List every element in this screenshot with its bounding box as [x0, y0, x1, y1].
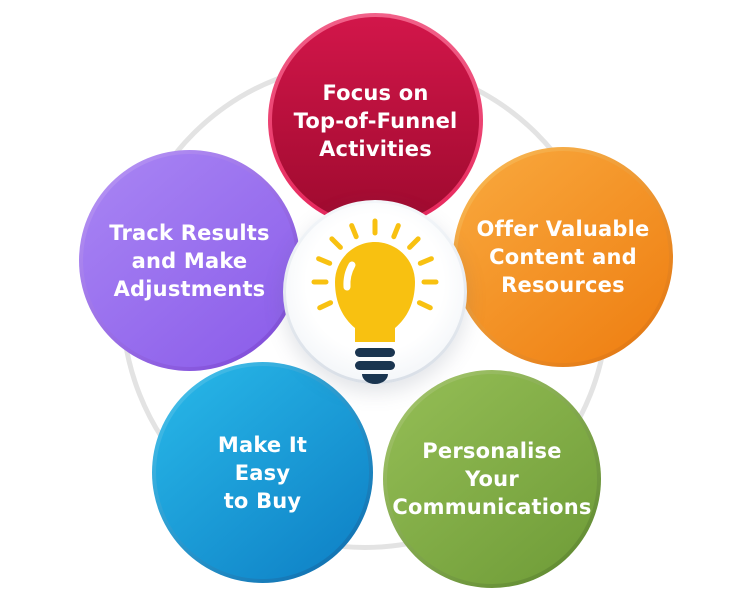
bubble-focus-top-of-funnel: Focus on Top-of-Funnel Activities [268, 13, 483, 228]
bubble-line: Top-of-Funnel [293, 108, 458, 133]
bubble-make-it-easy-to-buy: Make It Easy to Buy [152, 362, 373, 583]
center-circle [283, 200, 467, 384]
bubble-label: Make It Easy to Buy [218, 431, 307, 515]
bubble-label: Focus on Top-of-Funnel Activities [294, 79, 458, 163]
bulb-rays [311, 218, 439, 311]
bubble-line: Make It [217, 432, 308, 457]
bubble-line: Track Results [109, 220, 270, 245]
bubble-label: Personalise Your Communications [392, 437, 591, 521]
bubble-line: Adjustments [113, 276, 266, 301]
bubble-label: Track Results and Make Adjustments [109, 219, 269, 303]
bubble-line: Your [465, 467, 519, 491]
lightbulb-icon [311, 218, 439, 384]
bubble-line: Content and [489, 245, 637, 269]
bubble-line: Communications [392, 495, 592, 519]
bubble-label: Offer Valuable Content and Resources [477, 215, 650, 299]
bubble-line: Resources [501, 273, 625, 297]
bubble-track-results: Track Results and Make Adjustments [79, 150, 300, 371]
bubble-line: Easy [234, 460, 291, 485]
bubble-personalise-communications: Personalise Your Communications [383, 370, 601, 588]
bubble-line: Focus on [322, 80, 429, 105]
bubble-offer-valuable-content: Offer Valuable Content and Resources [453, 147, 673, 367]
bubble-line: Offer Valuable [476, 217, 650, 241]
bulb-base [355, 348, 395, 384]
bubble-line: and Make [131, 248, 248, 273]
bubble-line: Personalise [422, 439, 562, 463]
bubble-line: to Buy [223, 488, 302, 513]
bubble-line: Activities [319, 136, 432, 161]
bulb-body [335, 242, 415, 342]
bulb-highlight [343, 261, 356, 291]
